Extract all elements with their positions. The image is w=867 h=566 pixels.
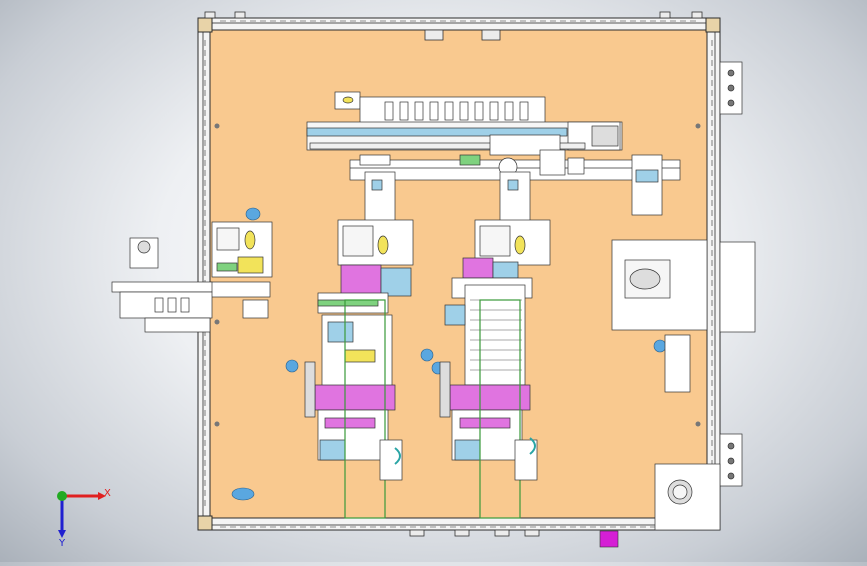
x-axis-label: X (104, 488, 111, 499)
blue-cutouts (231, 207, 667, 501)
left-station (304, 171, 414, 519)
bottom-right-box (654, 463, 721, 531)
side-brackets (719, 61, 743, 487)
external-left-actuator (111, 237, 213, 333)
top-linear-module (306, 91, 623, 156)
left-gripper-module (209, 221, 273, 319)
middle-station (439, 171, 551, 519)
bottom-connector (599, 530, 619, 548)
y-axis-label: Y (58, 538, 66, 549)
crossbar (349, 149, 681, 216)
axis-triad: X Y (57, 488, 111, 549)
right-motor (611, 239, 756, 393)
frame-tabs (204, 11, 703, 537)
